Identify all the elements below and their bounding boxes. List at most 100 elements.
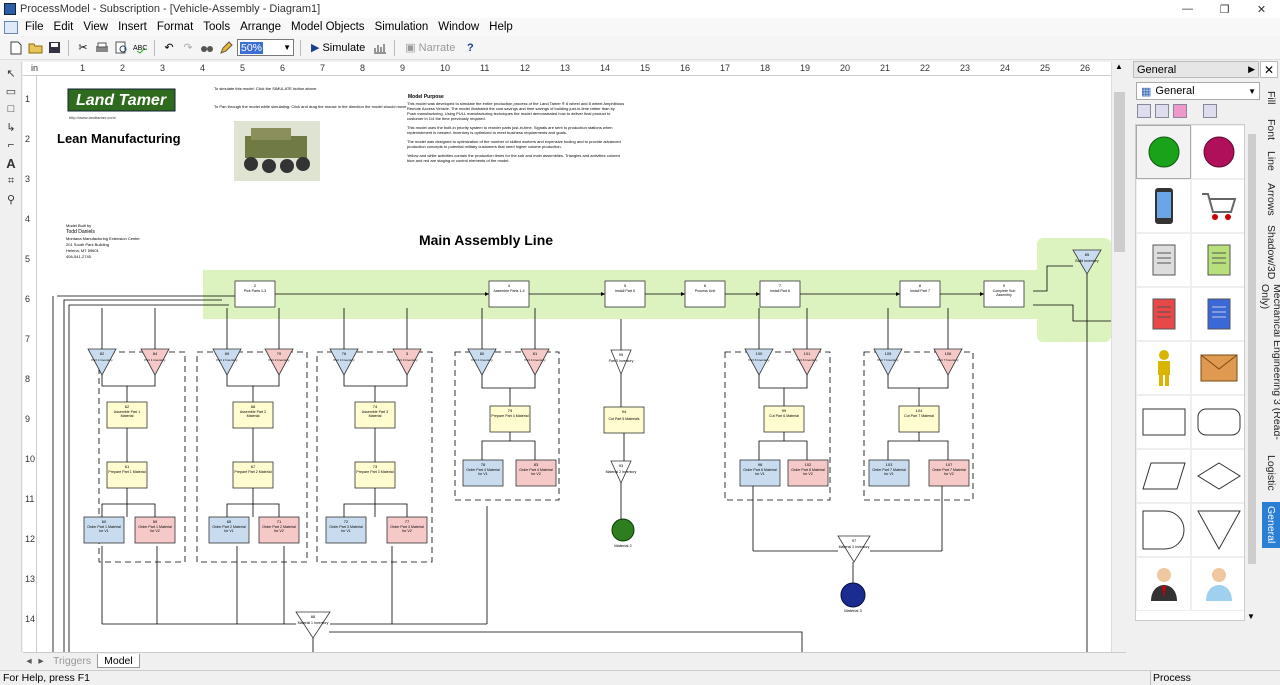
prepare-activity[interactable]	[232, 461, 274, 489]
palette-envelope-icon[interactable]	[1191, 341, 1244, 395]
order-v1-activity[interactable]	[208, 516, 250, 544]
palette-new-icon[interactable]	[1137, 104, 1151, 118]
print-preview-icon[interactable]	[113, 40, 129, 56]
tab-model[interactable]: Model	[97, 653, 140, 668]
main-activity[interactable]	[899, 280, 941, 308]
scroll-down-icon[interactable]: ▼	[1247, 612, 1255, 621]
process-diagram[interactable]: Land Tamer http://www.landtamer.com/ Lea…	[37, 76, 1111, 652]
chart-icon[interactable]	[372, 40, 388, 56]
palette-gray-document[interactable]	[1136, 233, 1191, 287]
tab-arrows[interactable]: Arrows	[1265, 182, 1277, 216]
zoom-select[interactable]: 50%▼	[237, 39, 294, 56]
tab-logistic[interactable]: Logistic	[1265, 455, 1277, 491]
zoom-tool-icon[interactable]: ⚲	[6, 193, 16, 206]
simulate-button[interactable]: ▶Simulate	[307, 41, 369, 55]
prepare-activity[interactable]	[106, 461, 148, 489]
part5-cut-activity[interactable]	[603, 406, 645, 434]
assemble-activity[interactable]	[354, 401, 396, 429]
menu-edit[interactable]: Edit	[53, 21, 74, 33]
redo-icon[interactable]: ↷	[183, 42, 193, 54]
tab-general[interactable]: General	[1262, 502, 1280, 548]
palette-nurse-icon[interactable]	[1191, 557, 1244, 611]
tab-shadow-3d[interactable]: Shadow/3D	[1265, 224, 1277, 280]
palette-person-icon[interactable]	[1136, 341, 1191, 395]
text-tool-icon[interactable]: A	[6, 155, 16, 171]
prepare-activity[interactable]	[354, 461, 396, 489]
open-icon[interactable]	[27, 40, 43, 56]
maximize-button[interactable]: ❐	[1219, 3, 1230, 16]
diagram-canvas[interactable]: Land Tamer http://www.landtamer.com/ Lea…	[37, 76, 1111, 652]
connector-tool-icon[interactable]: ↳	[6, 121, 16, 134]
palette-diamond-shape[interactable]	[1191, 449, 1244, 503]
tab-mechanical-engineering[interactable]: Mechanical Engineering 3 (Read-Only)	[1259, 284, 1280, 440]
narrate-button[interactable]: ▣Narrate	[401, 41, 459, 55]
horizontal-scrollbar[interactable]	[193, 655, 1098, 667]
palette-magenta-ball[interactable]	[1191, 125, 1244, 179]
main-activity[interactable]	[684, 280, 726, 308]
scroll-thumb[interactable]	[1114, 92, 1125, 252]
palette-blue-document[interactable]	[1191, 287, 1244, 341]
palette-delay-shape[interactable]	[1136, 503, 1191, 557]
order-v2-activity[interactable]	[928, 459, 970, 487]
pencil-icon[interactable]	[218, 40, 234, 56]
new-icon[interactable]	[8, 40, 24, 56]
palette-businessman-icon[interactable]	[1136, 557, 1191, 611]
activity-tool-icon[interactable]: ▭	[5, 85, 17, 98]
assemble-activity[interactable]	[489, 405, 531, 433]
palette-green-ball[interactable]	[1136, 125, 1191, 179]
minimize-button[interactable]: —	[1182, 3, 1193, 15]
connection-point-icon[interactable]: ⌗	[7, 174, 15, 187]
material2-entity[interactable]	[611, 518, 635, 542]
palette-scroll-thumb[interactable]	[1248, 134, 1256, 564]
palette-green-document[interactable]	[1191, 233, 1244, 287]
menu-window[interactable]: Window	[438, 21, 480, 33]
order-v1-activity[interactable]	[462, 459, 504, 487]
order-v1-activity[interactable]	[868, 459, 910, 487]
undo-icon[interactable]: ↶	[164, 42, 174, 54]
main-activity[interactable]	[234, 280, 276, 308]
palette-phone-icon[interactable]	[1136, 179, 1191, 233]
document-icon[interactable]	[4, 20, 18, 34]
palette-rounded-rectangle-shape[interactable]	[1191, 395, 1244, 449]
palette-selector[interactable]: ▦General▼	[1136, 82, 1260, 100]
palette-scrollbar[interactable]: ▼	[1245, 124, 1259, 621]
order-v1-activity[interactable]	[83, 516, 125, 544]
menu-tools[interactable]: Tools	[203, 21, 231, 33]
order-v2-activity[interactable]	[515, 459, 557, 487]
order-v2-activity[interactable]	[787, 459, 829, 487]
rectangle-tool-icon[interactable]: □	[7, 103, 15, 115]
palette-save-icon[interactable]	[1173, 104, 1187, 118]
chevron-right-icon[interactable]: ▶	[1248, 64, 1255, 74]
main-activity[interactable]	[759, 280, 801, 308]
help-icon[interactable]: ?	[466, 41, 474, 54]
palette-open-icon[interactable]	[1155, 104, 1169, 118]
pointer-icon[interactable]: ↖	[6, 67, 16, 80]
assemble-activity[interactable]	[763, 405, 805, 433]
palette-cart-icon[interactable]	[1191, 179, 1244, 233]
cut-icon[interactable]: ✂	[78, 42, 88, 54]
tab-prev-icon[interactable]: ◂	[26, 654, 32, 667]
menu-view[interactable]: View	[83, 21, 109, 33]
scroll-up-icon[interactable]: ▲	[1115, 62, 1123, 71]
print-icon[interactable]	[94, 40, 110, 56]
material3-inventory[interactable]	[837, 535, 871, 563]
menu-format[interactable]: Format	[156, 21, 194, 33]
menu-model-objects[interactable]: Model Objects	[291, 21, 365, 33]
material1-inventory[interactable]	[295, 611, 331, 639]
palette-close-icon[interactable]: ✕	[1260, 61, 1278, 78]
line-tool-icon[interactable]: ⌐	[7, 139, 15, 151]
tab-line[interactable]: Line	[1265, 151, 1277, 171]
main-activity[interactable]	[604, 280, 646, 308]
material2-inventory[interactable]	[610, 460, 632, 484]
order-v1-activity[interactable]	[325, 516, 367, 544]
binoculars-icon[interactable]	[199, 40, 215, 56]
build-inventory[interactable]	[1072, 249, 1102, 275]
menu-arrange[interactable]: Arrange	[240, 21, 282, 33]
close-button[interactable]: ✕	[1256, 3, 1267, 16]
palette-parallelogram-shape[interactable]	[1136, 449, 1191, 503]
material3-entity[interactable]	[840, 582, 866, 608]
tab-font[interactable]: Font	[1265, 119, 1277, 141]
menu-help[interactable]: Help	[489, 21, 513, 33]
main-activity[interactable]	[983, 280, 1025, 308]
palette-red-document[interactable]	[1136, 287, 1191, 341]
